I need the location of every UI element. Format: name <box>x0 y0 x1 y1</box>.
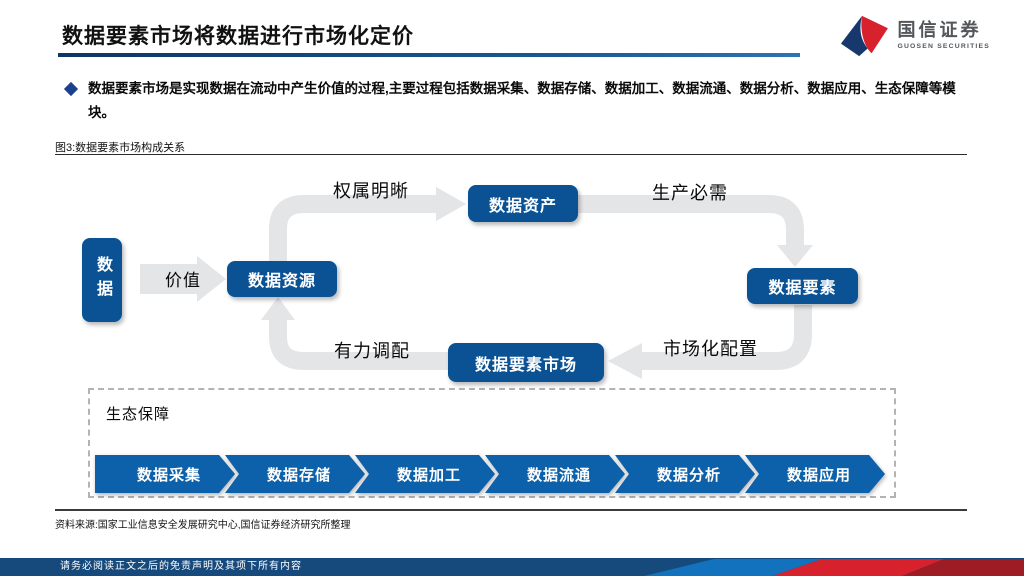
ecosystem-step-application: 数据应用 <box>745 455 885 493</box>
caption-underline <box>55 154 967 155</box>
page-title: 数据要素市场将数据进行市场化定价 <box>62 25 414 48</box>
source-divider <box>55 509 967 511</box>
edge-label-value: 价值 <box>165 271 201 290</box>
step-label: 数据分析 <box>656 466 721 484</box>
ecosystem-step-analysis: 数据分析 <box>615 455 755 493</box>
node-data-element-market: 数据要素市场 <box>448 343 604 382</box>
step-label: 数据存储 <box>266 466 331 484</box>
node-data-asset: 数据资产 <box>468 185 578 222</box>
ecosystem-step-circulation: 数据流通 <box>485 455 625 493</box>
company-logo: 国信证券 GUOSEN SECURITIES <box>837 12 990 58</box>
footer-decoration <box>644 559 1024 576</box>
node-data-resource: 数据资源 <box>227 261 337 297</box>
step-label: 数据应用 <box>786 466 851 484</box>
node-data: 数据 <box>82 238 122 322</box>
ecosystem-step-processing: 数据加工 <box>355 455 495 493</box>
ecosystem-label: 生态保障 <box>106 406 171 423</box>
footer-bar: 请务必阅读正文之后的免责声明及其项下所有内容 <box>0 558 1024 576</box>
step-label: 数据采集 <box>136 466 201 484</box>
footer-disclaimer: 请务必阅读正文之后的免责声明及其项下所有内容 <box>60 561 302 572</box>
diamond-bullet-icon <box>63 81 79 97</box>
edge-label-ownership: 权属明晰 <box>333 181 409 201</box>
summary-text: 数据要素市场是实现数据在流动中产生价值的过程,主要过程包括数据采集、数据存储、数… <box>88 81 956 120</box>
logo-text: 国信证券 GUOSEN SECURITIES <box>897 20 990 50</box>
ecosystem-step-collection: 数据采集 <box>95 455 235 493</box>
edge-label-production: 生产必需 <box>652 183 728 203</box>
edge-label-deployment: 有力调配 <box>334 341 410 361</box>
step-label: 数据加工 <box>396 466 461 484</box>
logo-name-cn: 国信证券 <box>897 20 982 40</box>
edge-label-allocation: 市场化配置 <box>663 339 758 359</box>
ecosystem-step-storage: 数据存储 <box>225 455 365 493</box>
step-label: 数据流通 <box>526 466 591 484</box>
title-underline <box>58 53 800 57</box>
logo-name-en: GUOSEN SECURITIES <box>897 43 990 50</box>
source-note: 资料来源:国家工业信息安全发展研究中心,国信证券经济研究所整理 <box>55 520 351 531</box>
node-data-element: 数据要素 <box>747 268 858 304</box>
guosen-diamond-icon <box>841 15 889 57</box>
figure-caption: 图3:数据要素市场构成关系 <box>55 142 186 154</box>
